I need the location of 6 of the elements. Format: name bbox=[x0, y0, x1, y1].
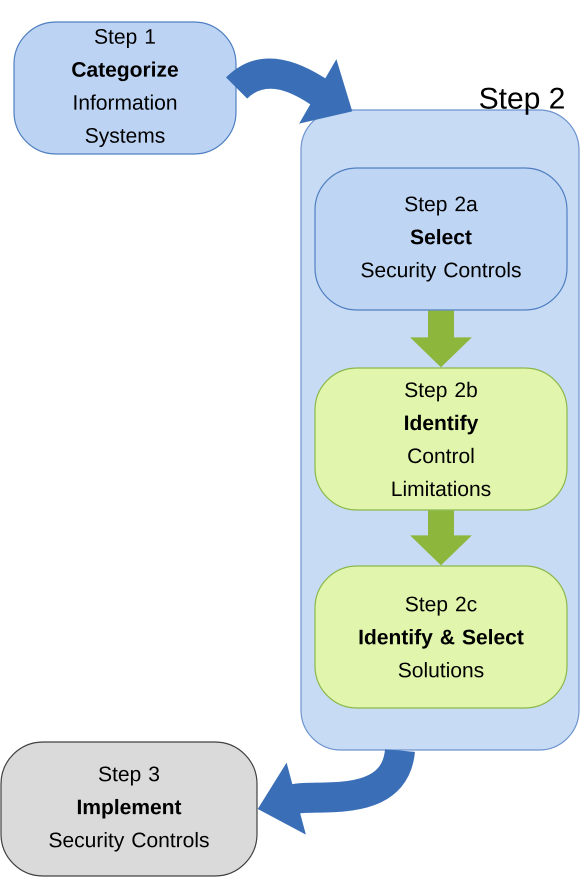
process-box: Step 2c Identify & Select Solutions bbox=[314, 565, 568, 709]
process-box: Step 1 Categorize Information Systems bbox=[13, 21, 237, 155]
process-box: Step 3 Implement Security Controls bbox=[0, 741, 258, 877]
process-box: Step 2b Identify Control Limitations bbox=[314, 367, 568, 511]
process-box: Step 2a Select Security Controls bbox=[314, 167, 568, 311]
node-label: Step 2 bbox=[480, 88, 564, 115]
